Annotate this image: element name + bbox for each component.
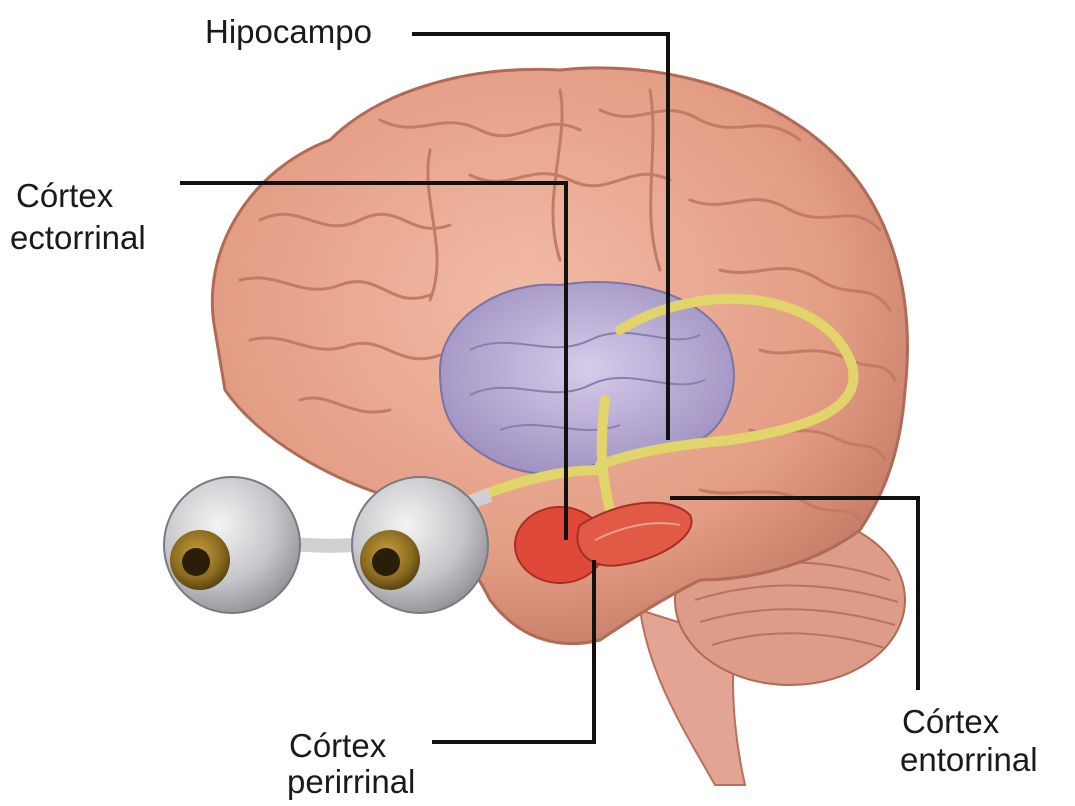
- label-entorhinal-line1: Córtex: [902, 704, 999, 740]
- label-hippocampus: Hipocampo: [205, 14, 372, 50]
- label-ectorhinal-line2: ectorrinal: [10, 220, 146, 256]
- label-perirhinal-line1: Córtex: [289, 728, 386, 764]
- label-entorhinal-line2: entorrinal: [900, 742, 1038, 778]
- label-ectorhinal-line1: Córtex: [16, 178, 113, 214]
- left-eye: [164, 477, 300, 613]
- label-perirhinal-line2: perirrinal: [287, 764, 415, 800]
- right-eye: [352, 477, 488, 613]
